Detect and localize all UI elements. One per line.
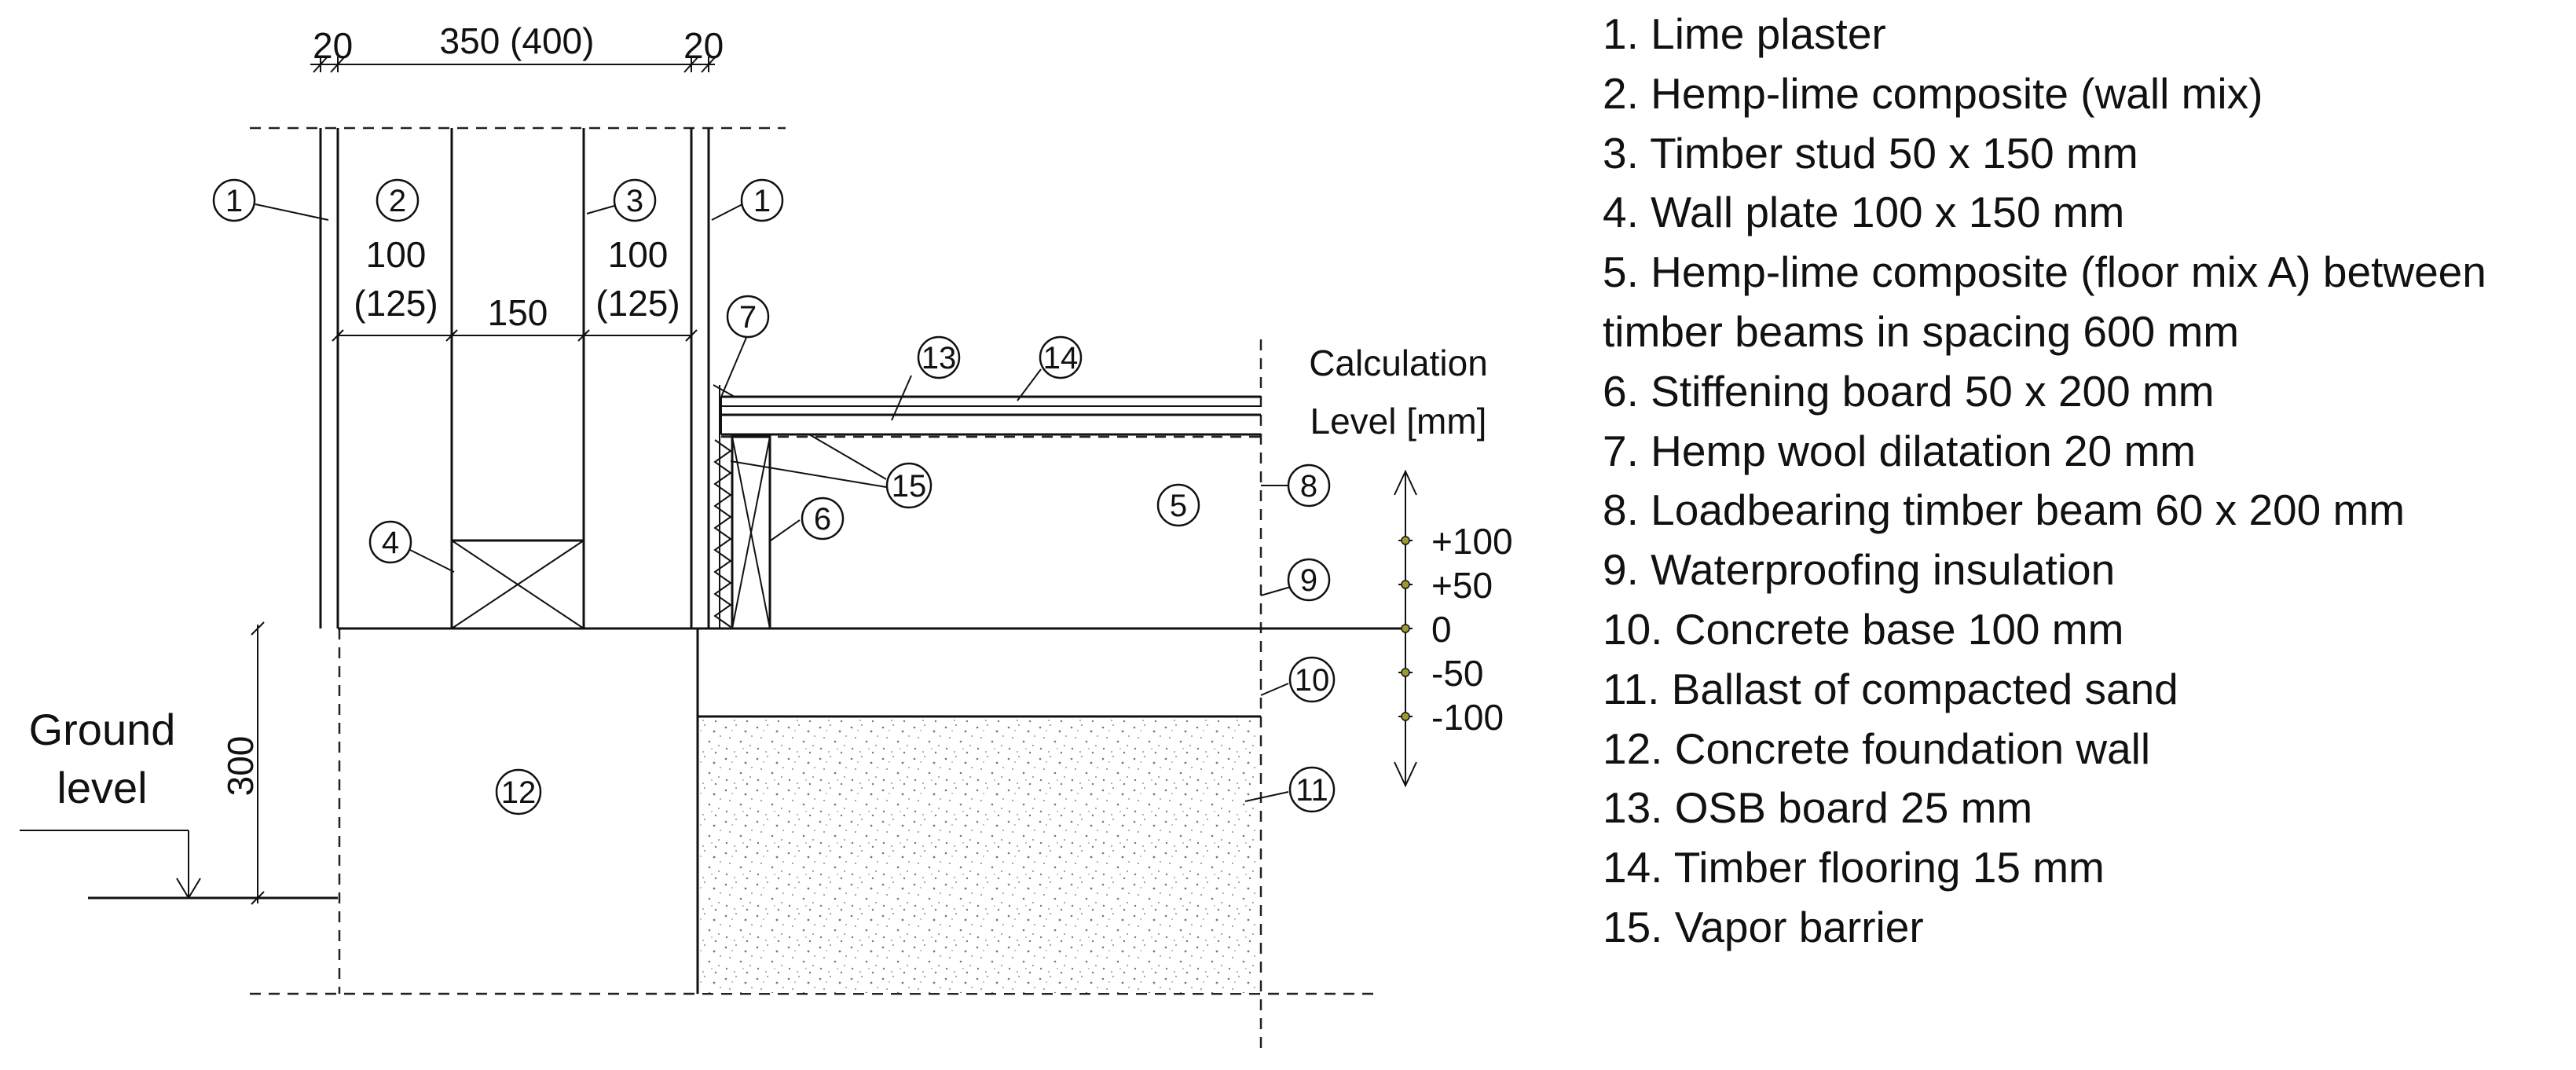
dim-infill-left-alt: (125) xyxy=(354,283,438,324)
callout-5: 5 xyxy=(1170,489,1187,523)
callout-7: 7 xyxy=(739,300,757,335)
callout-1-right: 1 xyxy=(753,184,771,218)
floor xyxy=(713,384,1261,630)
legend-item-5: 5. Hemp-lime composite (floor mix A) bet… xyxy=(1603,247,2486,356)
callout-4: 4 xyxy=(382,526,399,560)
ground-level: Ground level 300 xyxy=(20,621,338,905)
legend-item-2: 2. Hemp-lime composite (wall mix) xyxy=(1603,68,2263,118)
dim-total-width: 350 (400) xyxy=(440,20,595,61)
calc-tick-minus50: -50 xyxy=(1431,653,1483,694)
legend-item-6: 6. Stiffening board 50 x 200 mm xyxy=(1603,366,2215,416)
legend-item-12: 12. Concrete foundation wall xyxy=(1603,724,2151,773)
callout-12: 12 xyxy=(501,775,537,810)
ground-label-line1: Ground xyxy=(29,705,176,754)
callout-8: 8 xyxy=(1300,469,1317,504)
section-drawing: 20 350 (400) 20 100 (125) 150 100 (125) xyxy=(20,20,1513,1053)
dim-ground-offset: 300 xyxy=(220,736,261,797)
dim-infill-left: 100 xyxy=(366,234,427,275)
legend: 1. Lime plaster 2. Hemp-lime composite (… xyxy=(1603,5,2569,958)
legend-item-13: 13. OSB board 25 mm xyxy=(1603,783,2033,833)
ground-label-line2: level xyxy=(57,763,147,812)
legend-item-11: 11. Ballast of compacted sand xyxy=(1603,664,2178,713)
callout-14: 14 xyxy=(1043,341,1079,376)
stiffening-board xyxy=(731,435,771,630)
callout-2: 2 xyxy=(389,184,406,218)
callout-3: 3 xyxy=(626,184,643,218)
callout-9: 9 xyxy=(1300,563,1317,598)
calculation-level-scale: Calculation Level [mm] +100 +50 0 -50 -1… xyxy=(1309,343,1513,788)
callout-15: 15 xyxy=(892,469,927,504)
calc-tick-plus50: +50 xyxy=(1431,565,1493,606)
legend-item-14: 14. Timber flooring 15 mm xyxy=(1603,843,2105,892)
callout-13: 13 xyxy=(922,341,957,376)
legend-item-3: 3. Timber stud 50 x 150 mm xyxy=(1603,128,2138,178)
calc-title-line2: Level [mm] xyxy=(1310,401,1487,442)
sand-ballast xyxy=(699,718,1259,993)
hemp-wool-dilatation xyxy=(713,439,732,628)
calc-tick-zero: 0 xyxy=(1431,609,1452,650)
top-dimension: 20 350 (400) 20 xyxy=(310,20,724,73)
callout-6: 6 xyxy=(814,502,831,537)
dim-infill-right: 100 xyxy=(608,234,669,275)
calc-tick-plus100: +100 xyxy=(1431,521,1513,562)
legend-item-7: 7. Hemp wool dilatation 20 mm xyxy=(1603,426,2197,475)
legend-item-15: 15. Vapor barrier xyxy=(1603,902,1924,951)
calc-title-line1: Calculation xyxy=(1309,343,1488,383)
legend-item-1: 1. Lime plaster xyxy=(1603,9,1886,58)
calc-tick-marks xyxy=(1398,536,1413,721)
foundation xyxy=(338,627,1406,994)
legend-item-8: 8. Loadbearing timber beam 60 x 200 mm xyxy=(1603,486,2406,535)
legend-item-10: 10. Concrete base 100 mm xyxy=(1603,604,2124,654)
break-lines xyxy=(250,126,1375,1053)
callout-10: 10 xyxy=(1295,663,1330,698)
calc-tick-minus100: -100 xyxy=(1431,697,1504,738)
dim-infill-right-alt: (125) xyxy=(595,283,680,324)
legend-item-4: 4. Wall plate 100 x 150 mm xyxy=(1603,188,2125,237)
legend-item-9: 9. Waterproofing insulation xyxy=(1603,545,2116,595)
dim-left-cover: 20 xyxy=(313,25,353,66)
callout-11: 11 xyxy=(1295,773,1328,808)
callout-1-left: 1 xyxy=(225,184,243,218)
dim-right-cover: 20 xyxy=(683,25,724,66)
callouts: 1 2 3 1 4 7 13 14 15 6 5 8 9 10 11 12 xyxy=(212,178,1336,815)
dim-stud-width: 150 xyxy=(488,292,548,333)
